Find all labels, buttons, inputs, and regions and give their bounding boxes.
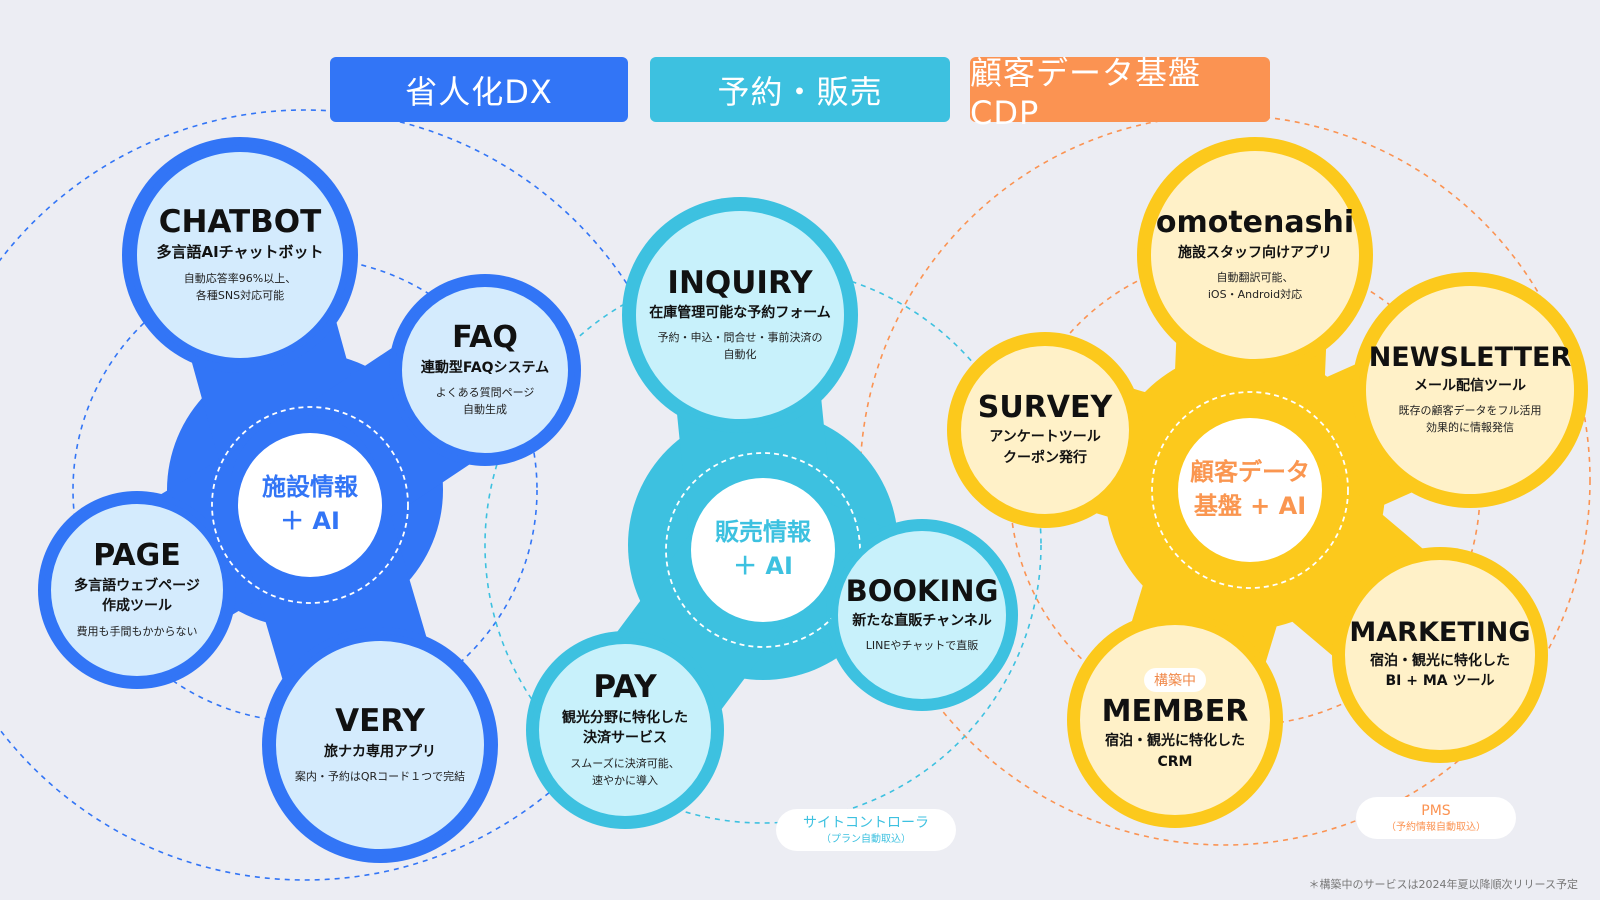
- hub-label-line2: ＋ AI: [733, 552, 793, 580]
- hub-label-line2: ＋ AI: [280, 507, 340, 535]
- node-booking[interactable]: BOOKING 新たな直販チャンネル LINEやチャットで直販: [831, 524, 1013, 706]
- node-subtitle: 宿泊・観光に特化した BI + MA ツール: [1370, 652, 1510, 690]
- node-survey[interactable]: SURVEY アンケートツール クーポン発行: [954, 339, 1136, 521]
- header-booking-sales: 予約・販売: [650, 57, 950, 122]
- node-description: 案内・予約はQRコード１つで完結: [294, 769, 466, 783]
- node-title: CHATBOT: [158, 203, 322, 240]
- node-title: omotenashi: [1155, 205, 1355, 241]
- node-description: 自動翻訳可能、 iOS・Android対応: [1207, 270, 1303, 301]
- external-label: PMS: [1421, 803, 1451, 820]
- node-title: PAY: [593, 669, 657, 706]
- node-inquiry[interactable]: INQUIRY 在庫管理可能な予約フォーム 予約・申込・問合せ・事前決済の 自動…: [629, 204, 851, 426]
- hub-label-line1: 販売情報: [715, 518, 811, 547]
- node-title: PAGE: [93, 538, 181, 574]
- node-title: SURVEY: [977, 389, 1113, 425]
- node-newsletter[interactable]: NEWSLETTER メール配信ツール 既存の顧客データをフル活用 効果的に情報…: [1359, 279, 1581, 501]
- node-subtitle: 多言語ウェブページ 作成ツール: [74, 577, 200, 615]
- node-subtitle: 施設スタッフ向けアプリ: [1178, 244, 1332, 261]
- node-faq[interactable]: FAQ 連動型FAQシステム よくある質問ページ 自動生成: [395, 280, 575, 460]
- node-description: 自動応答率96%以上、 各種SNS対応可能: [183, 272, 297, 303]
- node-title: FAQ: [452, 320, 518, 356]
- node-omotenashi[interactable]: omotenashi 施設スタッフ向けアプリ 自動翻訳可能、 iOS・Andro…: [1144, 144, 1366, 366]
- orbit-ring-cyan: [484, 266, 1042, 824]
- node-chatbot[interactable]: CHATBOT 多言語AIチャットボット 自動応答率96%以上、 各種SNS対応…: [130, 145, 350, 365]
- outer-ring-orange: [859, 114, 1591, 846]
- node-member[interactable]: 構築中 MEMBER 宿泊・観光に特化した CRM: [1073, 618, 1277, 822]
- node-title: VERY: [335, 703, 425, 740]
- node-marketing[interactable]: MARKETING 宿泊・観光に特化した BI + MA ツール: [1338, 553, 1542, 757]
- external-label: サイトコントローラ: [803, 815, 929, 832]
- under-construction-badge: 構築中: [1144, 667, 1206, 692]
- header-dx: 省人化DX: [330, 57, 628, 122]
- header-cdp: 顧客データ基盤CDP: [970, 54, 1270, 132]
- node-subtitle: メール配信ツール: [1414, 377, 1526, 394]
- hub-label-line1: 顧客データ: [1190, 458, 1310, 487]
- node-subtitle: 旅ナカ専用アプリ: [324, 743, 436, 760]
- node-title: NEWSLETTER: [1368, 341, 1572, 373]
- node-description: よくある質問ページ 自動生成: [435, 385, 535, 416]
- hub-customer-data: 顧客データ 基盤 + AI: [1178, 418, 1322, 562]
- external-sublabel: （プラン自動取込）: [821, 833, 911, 845]
- node-description: 既存の顧客データをフル活用 効果的に情報発信: [1398, 404, 1542, 435]
- node-subtitle: 新たな直販チャンネル: [852, 612, 992, 629]
- hub-facility-info: 施設情報 ＋ AI: [238, 433, 382, 577]
- node-pay[interactable]: PAY 観光分野に特化した 決済サービス スムーズに決済可能、 速やかに導入: [532, 637, 718, 823]
- external-pms: PMS （予約情報自動取込）: [1356, 797, 1516, 839]
- external-sublabel: （予約情報自動取込）: [1386, 821, 1486, 833]
- node-subtitle: アンケートツール クーポン発行: [989, 429, 1101, 466]
- node-title: INQUIRY: [667, 264, 813, 301]
- footnote: ＊構築中のサービスは2024年夏以降順次リリース予定: [1308, 878, 1578, 891]
- node-title: MARKETING: [1349, 616, 1531, 648]
- node-title: MEMBER: [1101, 693, 1249, 729]
- node-description: 費用も手間もかからない: [76, 624, 198, 638]
- hub-sales-info: 販売情報 ＋ AI: [691, 478, 835, 622]
- node-subtitle: 多言語AIチャットボット: [156, 243, 324, 262]
- hub-ring-blue: [211, 406, 409, 604]
- hub-label-line1: 施設情報: [262, 473, 358, 502]
- node-description: LINEやチャットで直販: [865, 638, 979, 652]
- external-site-controller: サイトコントローラ （プラン自動取込）: [776, 809, 956, 851]
- node-title: BOOKING: [845, 574, 999, 609]
- node-subtitle: 観光分野に特化した 決済サービス: [562, 709, 688, 747]
- node-description: スムーズに決済可能、 速やかに導入: [570, 756, 680, 787]
- node-subtitle: 在庫管理可能な予約フォーム: [649, 305, 831, 322]
- node-very[interactable]: VERY 旅ナカ専用アプリ 案内・予約はQRコード１つで完結: [269, 634, 491, 856]
- node-subtitle: 連動型FAQシステム: [420, 359, 550, 376]
- hub-ring-yellow: [1151, 391, 1349, 589]
- node-subtitle: 宿泊・観光に特化した CRM: [1105, 733, 1245, 770]
- node-description: 予約・申込・問合せ・事前決済の 自動化: [657, 331, 823, 362]
- node-page[interactable]: PAGE 多言語ウェブページ 作成ツール 費用も手間もかからない: [44, 497, 230, 683]
- hub-label-line2: 基盤 + AI: [1193, 492, 1307, 520]
